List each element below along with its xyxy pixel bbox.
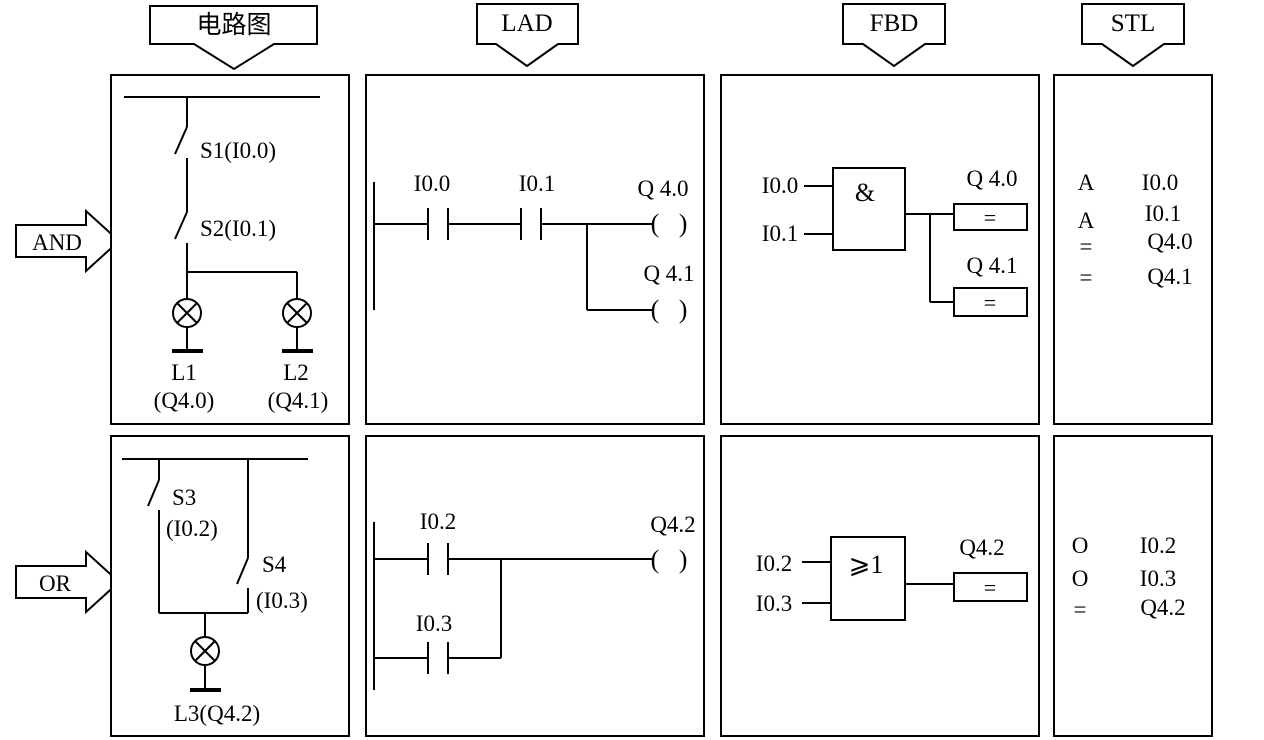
panel-or-lad: [365, 435, 705, 737]
panel-or-circuit: [110, 435, 350, 737]
stl-operand: Q4.2: [1140, 595, 1185, 620]
stl-op: A: [1078, 208, 1095, 233]
stl-operand: Q4.1: [1147, 264, 1192, 289]
switch-s2-icon: [174, 211, 188, 240]
row-label-or-text: OR: [39, 571, 72, 596]
lamp-l1-name: L1: [171, 360, 197, 385]
coil-q40-icon: ( ): [651, 209, 688, 238]
stl-operand: I0.2: [1140, 533, 1176, 558]
switch-s3-icon: [147, 479, 160, 507]
stl-op: =: [1074, 597, 1087, 622]
fbd-input-i01: I0.1: [762, 221, 798, 246]
lamp-l2-address: (Q4.1): [268, 388, 329, 413]
stl-op: O: [1072, 533, 1089, 558]
switch-s4-icon: [236, 557, 249, 585]
panel-and-lad: [365, 74, 705, 425]
lamp-l1-address: (Q4.0): [154, 388, 215, 413]
stl-operand: Q4.0: [1147, 229, 1192, 254]
stl-op: A: [1078, 170, 1095, 195]
row-label-and-text: AND: [32, 230, 82, 255]
switch-s4-address: (I0.3): [256, 588, 308, 613]
lamp-l2-icon: [282, 298, 312, 328]
or-statement-list: O I0.2 O I0.3 = Q4.2: [1072, 533, 1186, 622]
assign-box-q42: [953, 572, 1028, 602]
assign-symbol-q41: =: [984, 290, 996, 315]
coil-q42-icon: ( ): [651, 545, 688, 574]
header-lad: LAD: [476, 3, 579, 68]
stl-op: =: [1080, 265, 1093, 290]
contact-i00-label: I0.0: [414, 171, 450, 196]
header-fbd: FBD: [842, 3, 946, 68]
fbd-output-q40: Q 4.0: [966, 166, 1017, 191]
assign-box-q40: [953, 203, 1028, 231]
or-function-block-diagram: I0.2 I0.3 ⩾1 Q4.2 =: [756, 535, 1028, 621]
fbd-output-q42: Q4.2: [959, 535, 1004, 560]
coil-q41-label: Q 4.1: [643, 261, 694, 286]
header-stl-label: STL: [1111, 10, 1155, 37]
row-label-and: AND: [15, 208, 121, 274]
switch-s3-name: S3: [172, 485, 196, 510]
switch-s4-name: S4: [262, 552, 287, 577]
or-gate-box: [830, 536, 906, 621]
assign-symbol-q42: =: [984, 575, 996, 600]
coil-q42-label: Q4.2: [650, 512, 695, 537]
stl-operand: I0.0: [1142, 170, 1178, 195]
panel-and-stl: [1053, 74, 1213, 425]
panel-and-circuit: [110, 74, 350, 425]
switch-s1-label: S1(I0.0): [200, 138, 276, 163]
and-gate-box: [832, 167, 906, 251]
stl-operand: I0.1: [1145, 201, 1181, 226]
fbd-input-i02: I0.2: [756, 551, 792, 576]
header-circuit-label: 电路图: [196, 11, 271, 39]
contact-i02-label: I0.2: [420, 509, 456, 534]
switch-s1-icon: [174, 126, 188, 155]
switch-s2-label: S2(I0.1): [200, 216, 276, 241]
contact-i01-label: I0.1: [519, 171, 555, 196]
assign-box-q41: [953, 287, 1028, 317]
stl-operand: I0.3: [1140, 566, 1176, 591]
header-lad-label: LAD: [501, 10, 552, 37]
and-statement-list: A I0.0 A I0.1 = Q4.0 = Q4.1: [1078, 170, 1193, 290]
contact-i03-label: I0.3: [416, 611, 452, 636]
switch-s3-address: (I0.2): [166, 516, 218, 541]
coil-q41-icon: ( ): [651, 295, 688, 324]
and-ladder-diagram: I0.0 I0.1 Q 4.0 ( ) Q 4.1 ( ): [373, 171, 695, 324]
row-label-or: OR: [15, 549, 121, 615]
or-gate-symbol: ⩾1: [849, 550, 884, 579]
header-stl: STL: [1081, 3, 1185, 68]
header-circuit: 电路图: [149, 5, 318, 71]
lamp-l2-name: L2: [283, 360, 309, 385]
stl-op: =: [1080, 234, 1093, 259]
fbd-input-i03: I0.3: [756, 591, 792, 616]
or-circuit-diagram: S3 (I0.2) S4 (I0.3) L3(Q4.2): [122, 458, 308, 726]
or-ladder-diagram: I0.2 I0.3 Q4.2 ( ): [373, 509, 696, 690]
stl-op: O: [1072, 566, 1089, 591]
lamp-l3-label: L3(Q4.2): [174, 701, 260, 726]
coil-q40-label: Q 4.0: [637, 176, 688, 201]
assign-symbol-q40: =: [984, 205, 996, 230]
and-function-block-diagram: I0.0 I0.1 & Q 4.0 Q 4.1 = =: [762, 166, 1028, 317]
and-gate-symbol: &: [855, 178, 875, 207]
and-circuit-diagram: S1(I0.0) S2(I0.1) L1 (Q4.0) L2 (Q4.1): [124, 96, 329, 413]
header-fbd-label: FBD: [870, 10, 919, 37]
panel-or-stl: [1053, 435, 1213, 737]
fbd-input-i00: I0.0: [762, 173, 798, 198]
fbd-output-q41: Q 4.1: [966, 253, 1017, 278]
